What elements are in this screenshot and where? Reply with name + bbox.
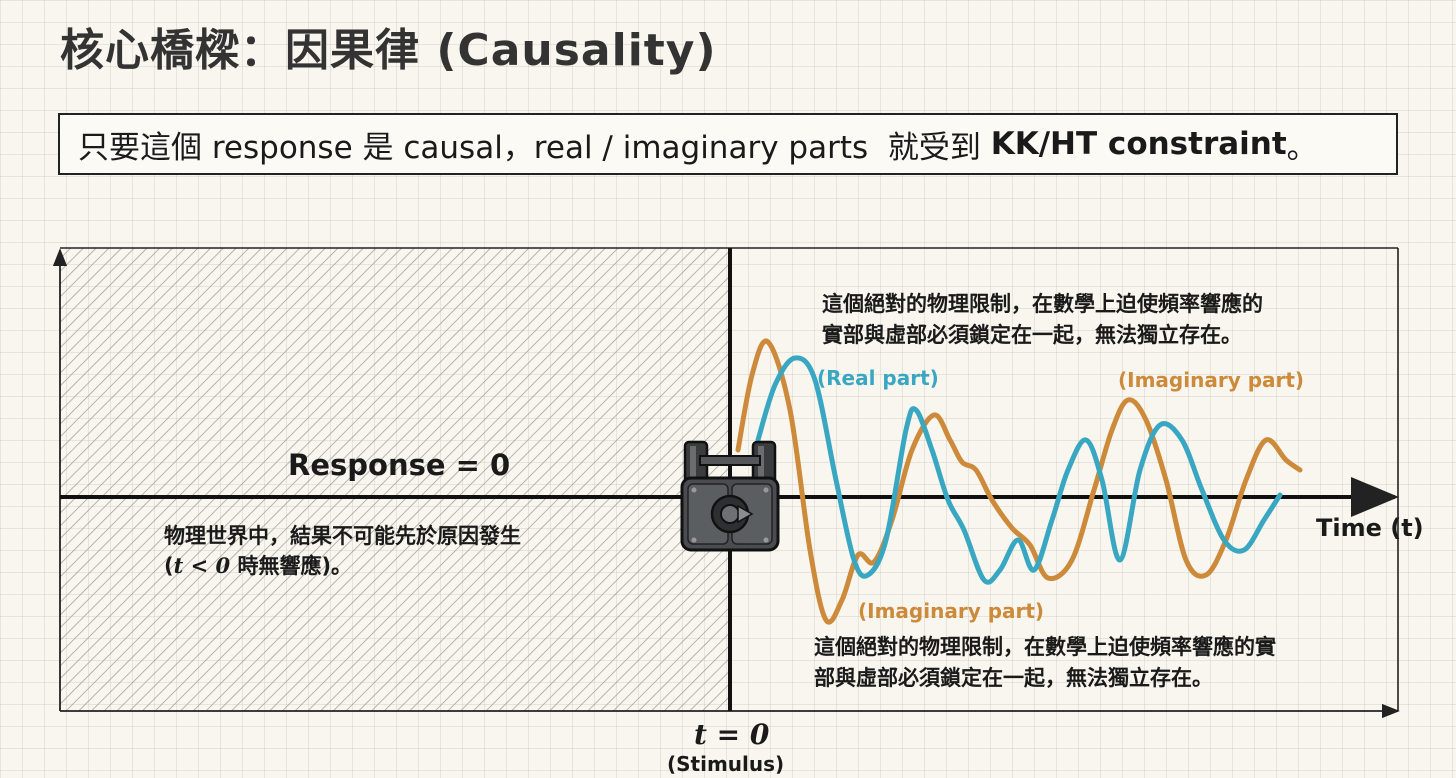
imaginary-part-label-bottom: (Imaginary part) xyxy=(858,599,1045,623)
real-part-curve xyxy=(755,355,1283,585)
banner-suffix: 。 xyxy=(1286,129,1318,166)
causality-note: 物理世界中，結果不可能先於原因發生 (t < 0 時無響應)。 xyxy=(164,521,521,581)
constraint-note-bottom-line1: 這個絕對的物理限制，在數學上迫使頻率響應的實 xyxy=(814,635,1276,659)
real-part-label: (Real part) xyxy=(817,366,939,390)
constraint-note-bottom: 這個絕對的物理限制，在數學上迫使頻率響應的實 部與虛部必須鎖定在一起，無法獨立存… xyxy=(814,632,1276,694)
constraint-note-top-line2: 實部與虛部必須鎖定在一起，無法獨立存在。 xyxy=(822,323,1242,347)
constraint-banner: 只要這個 response 是 causal，real / imaginary … xyxy=(58,113,1398,175)
origin-label: t = 0 xyxy=(694,718,770,751)
banner-bold-text: KK/HT constraint xyxy=(990,126,1287,162)
stimulus-label: (Stimulus) xyxy=(667,752,785,776)
response-zero-label: Response = 0 xyxy=(288,448,511,482)
padlock-icon xyxy=(680,440,780,552)
constraint-note-bottom-line2: 部與虛部必須鎖定在一起，無法獨立存在。 xyxy=(814,666,1213,690)
causality-note-line1: 物理世界中，結果不可能先於原因發生 xyxy=(164,524,521,548)
causality-note-line2: (t < 0 時無響應)。 xyxy=(164,553,353,578)
zero-response-region xyxy=(60,248,730,711)
constraint-note-top-line1: 這個絕對的物理限制，在數學上迫使頻率響應的 xyxy=(822,292,1263,316)
constraint-note-top: 這個絕對的物理限制，在數學上迫使頻率響應的 實部與虛部必須鎖定在一起，無法獨立存… xyxy=(822,289,1263,351)
causality-note-rest: 時無響應)。 xyxy=(230,554,353,578)
imaginary-part-curve xyxy=(735,338,1303,625)
time-axis-label: Time (t) xyxy=(1316,514,1424,542)
page-title: 核心橋樑：因果律 (Causality) xyxy=(60,25,717,76)
causality-note-math: t < 0 xyxy=(173,553,231,578)
banner-text: 只要這個 response 是 causal，real / imaginary … xyxy=(78,129,991,166)
imaginary-part-label-top: (Imaginary part) xyxy=(1118,368,1305,392)
